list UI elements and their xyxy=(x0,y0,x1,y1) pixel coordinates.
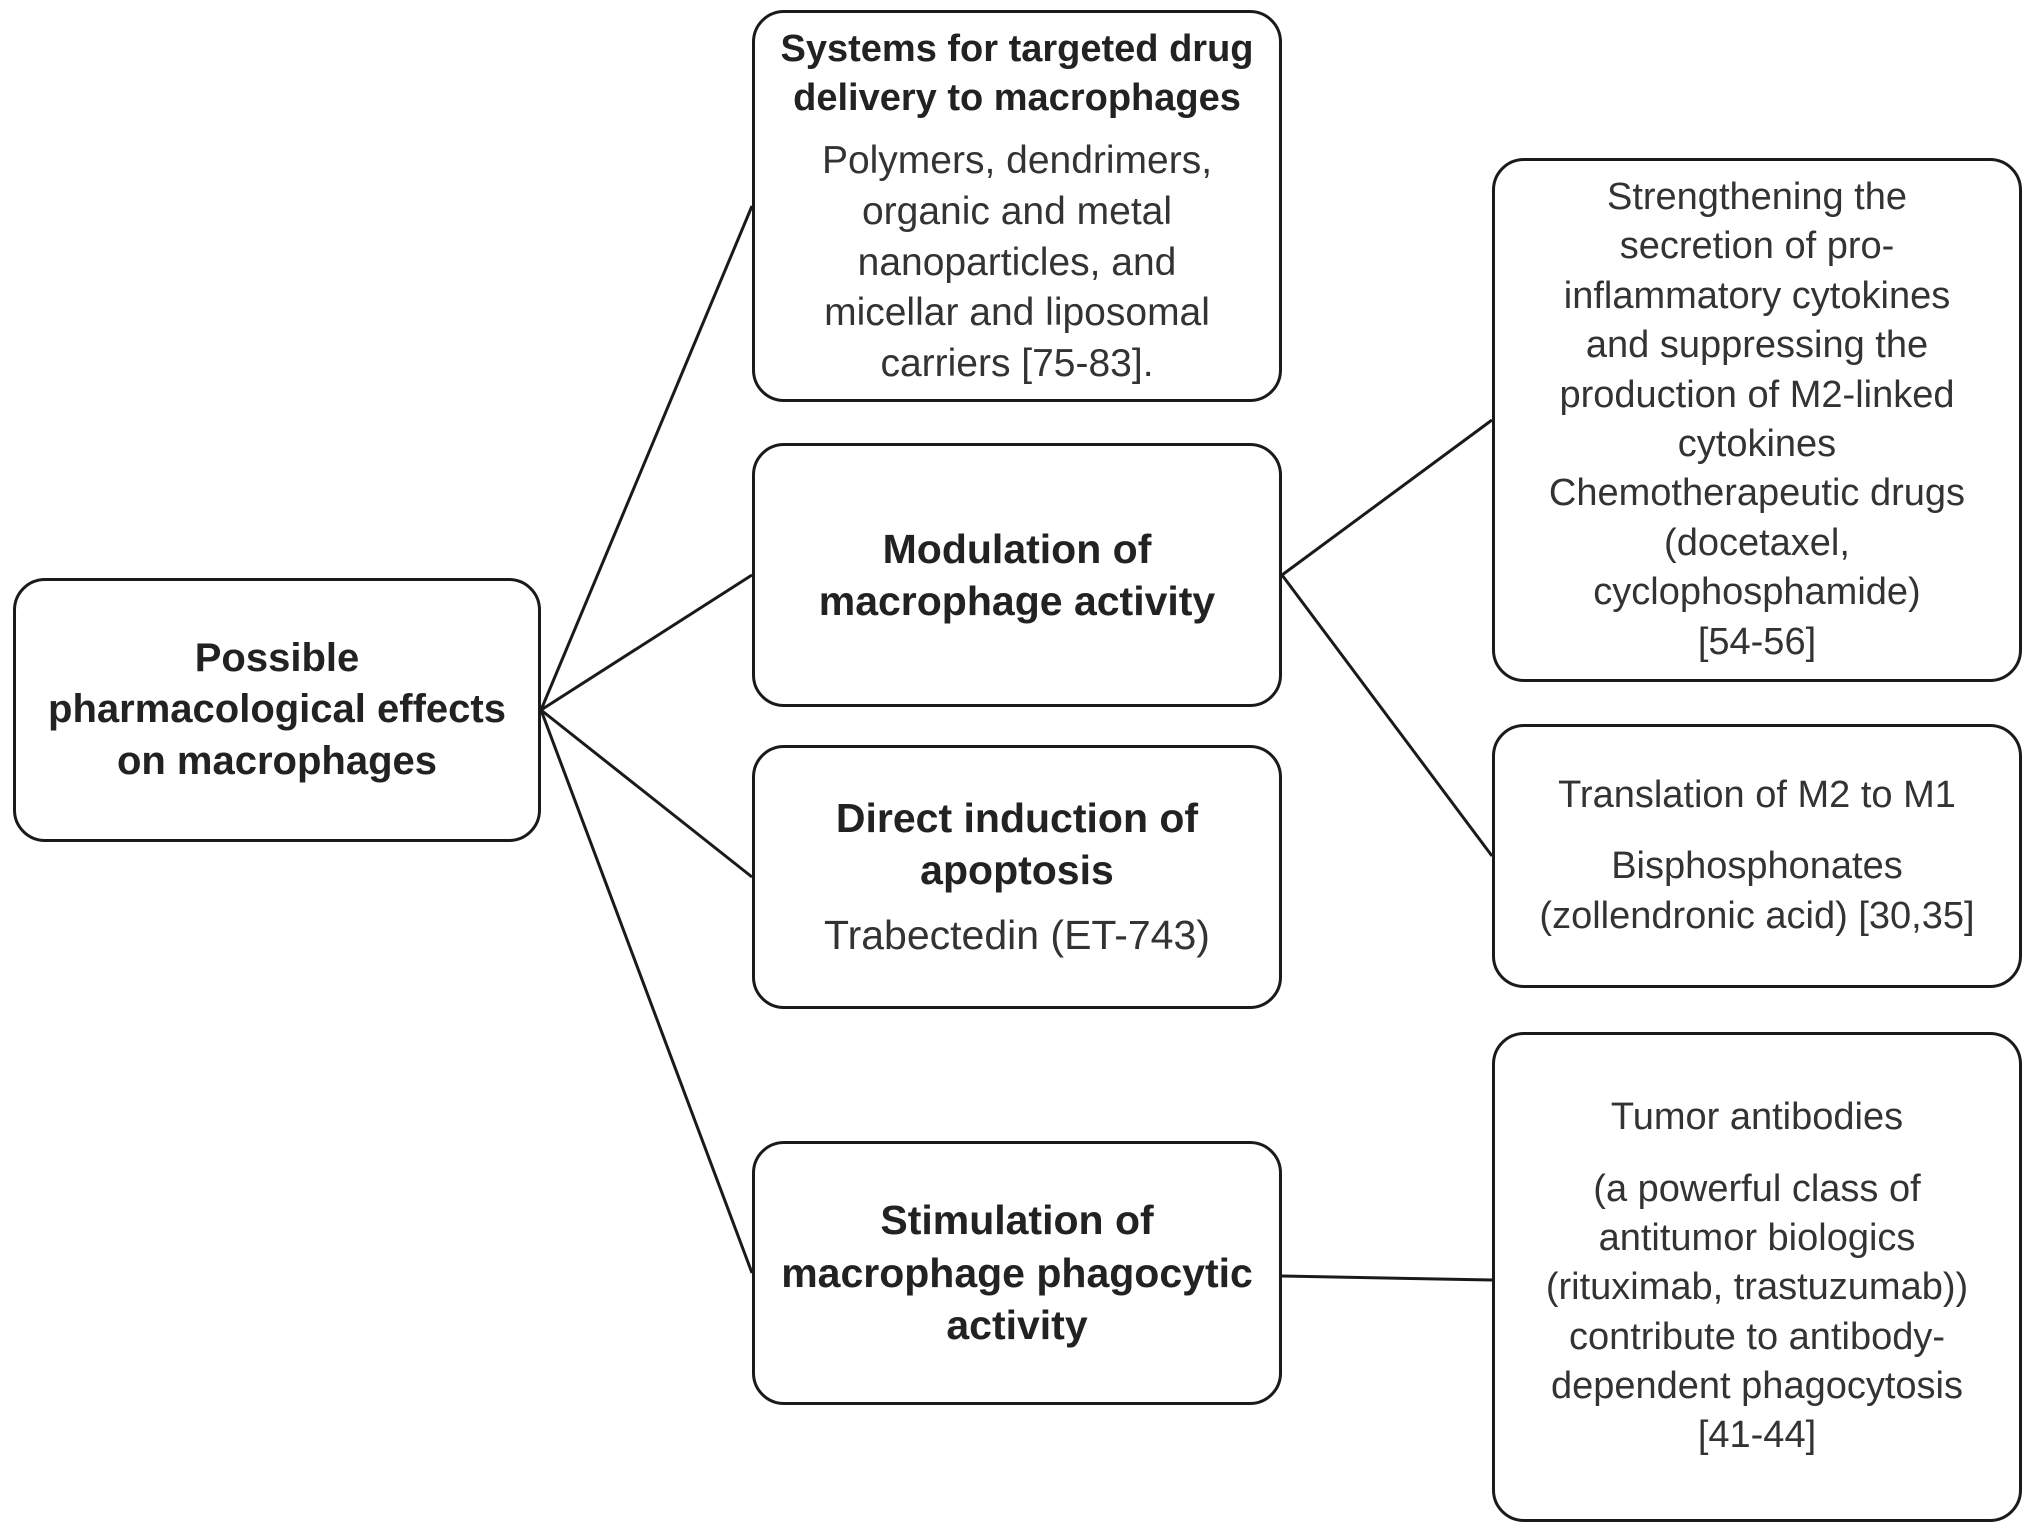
proinflammatory-line: secretion of pro- xyxy=(1619,225,1895,268)
apoptosis-title-line: Direct induction of xyxy=(835,794,1199,841)
connector-root-to-modulation xyxy=(540,573,753,712)
root-title-line: pharmacological effects xyxy=(48,687,506,732)
phagocytic-title-line: macrophage phagocytic xyxy=(781,1249,1253,1296)
delivery-title-line: Systems for targeted drug xyxy=(780,28,1254,70)
delivery-systems-box: Systems for targeted drug delivery to ma… xyxy=(752,10,1282,402)
delivery-systems-title: Systems for targeted drug delivery to ma… xyxy=(781,25,1254,122)
connector-root-to-phagocytic xyxy=(539,709,754,1274)
root-title-line: Possible xyxy=(194,636,360,681)
translation-body: Translation of M2 to M1 Bisphosphonates … xyxy=(1539,771,1974,941)
phagocytic-box: Stimulation of macrophage phagocytic act… xyxy=(752,1141,1282,1405)
proinflammatory-line: Strengthening the xyxy=(1606,176,1907,219)
connector-root-to-apoptosis xyxy=(540,708,753,879)
modulation-box: Modulation of macrophage activity xyxy=(752,443,1282,707)
modulation-title: Modulation of macrophage activity xyxy=(819,523,1216,628)
proinflammatory-line: and suppressing the xyxy=(1585,324,1929,367)
antibodies-line: antitumor biologics xyxy=(1598,1216,1916,1259)
antibodies-line: contribute to antibody- xyxy=(1568,1315,1945,1358)
antibodies-line: [41-44] xyxy=(1697,1414,1817,1457)
proinflammatory-line: Chemotherapeutic drugs xyxy=(1548,472,1966,515)
apoptosis-body: Trabectedin (ET-743) xyxy=(824,909,1210,962)
proinflammatory-line: inflammatory cytokines xyxy=(1563,274,1951,317)
modulation-title-line: Modulation of xyxy=(882,525,1152,572)
connector-modulation-to-translation xyxy=(1280,574,1494,857)
connector-modulation-to-proinflammatory xyxy=(1281,418,1493,577)
antibodies-body: Tumor antibodies (a powerful class of an… xyxy=(1546,1093,1968,1461)
proinflammatory-line: cyclophosphamide) xyxy=(1593,571,1921,614)
translation-box: Translation of M2 to M1 Bisphosphonates … xyxy=(1492,724,2022,988)
phagocytic-title: Stimulation of macrophage phagocytic act… xyxy=(781,1194,1253,1351)
delivery-body-line: carriers [75-83]. xyxy=(880,342,1154,385)
proinflammatory-line: [54-56] xyxy=(1697,620,1817,663)
translation-line: Bisphosphonates xyxy=(1611,845,1903,888)
delivery-body-line: organic and metal xyxy=(861,189,1173,233)
root-title-line: on macrophages xyxy=(116,738,438,783)
phagocytic-title-line: activity xyxy=(946,1302,1088,1349)
apoptosis-body-line: Trabectedin (ET-743) xyxy=(824,911,1210,958)
proinflammatory-body: Strengthening the secretion of pro- infl… xyxy=(1549,173,1965,667)
delivery-title-line: delivery to macrophages xyxy=(793,76,1241,119)
connector-root-to-delivery xyxy=(539,205,754,711)
antibodies-line: (rituximab, trastuzumab)) xyxy=(1545,1266,1969,1309)
modulation-title-line: macrophage activity xyxy=(818,578,1216,624)
antibodies-line: dependent phagocytosis xyxy=(1550,1365,1963,1408)
phagocytic-title-line: Stimulation of xyxy=(880,1197,1154,1244)
antibodies-heading: Tumor antibodies xyxy=(1610,1096,1904,1139)
proinflammatory-box: Strengthening the secretion of pro- infl… xyxy=(1492,158,2022,682)
proinflammatory-line: cytokines xyxy=(1677,423,1837,465)
root-node-box: Possible pharmacological effects on macr… xyxy=(13,578,541,842)
proinflammatory-line: production of M2-linked xyxy=(1559,373,1955,416)
apoptosis-title-line: apoptosis xyxy=(920,847,1114,894)
antibodies-line: (a powerful class of xyxy=(1593,1167,1921,1210)
apoptosis-box: Direct induction of apoptosis Trabectedi… xyxy=(752,745,1282,1009)
antibodies-box: Tumor antibodies (a powerful class of an… xyxy=(1492,1032,2022,1522)
translation-line: (zollendronic acid) [30,35] xyxy=(1539,894,1975,937)
translation-heading: Translation of M2 to M1 xyxy=(1558,773,1956,816)
delivery-body-line: nanoparticles, and xyxy=(857,240,1177,284)
delivery-systems-body: Polymers, dendrimers, organic and metal … xyxy=(822,136,1212,389)
proinflammatory-line: (docetaxel, xyxy=(1664,521,1850,564)
apoptosis-title: Direct induction of apoptosis xyxy=(836,792,1198,897)
delivery-body-line: micellar and liposomal xyxy=(824,291,1210,335)
delivery-body-line: Polymers, dendrimers, xyxy=(821,139,1213,183)
root-node-title: Possible pharmacological effects on macr… xyxy=(48,633,506,787)
connector-phagocytic-to-antibodies xyxy=(1281,1274,1493,1282)
